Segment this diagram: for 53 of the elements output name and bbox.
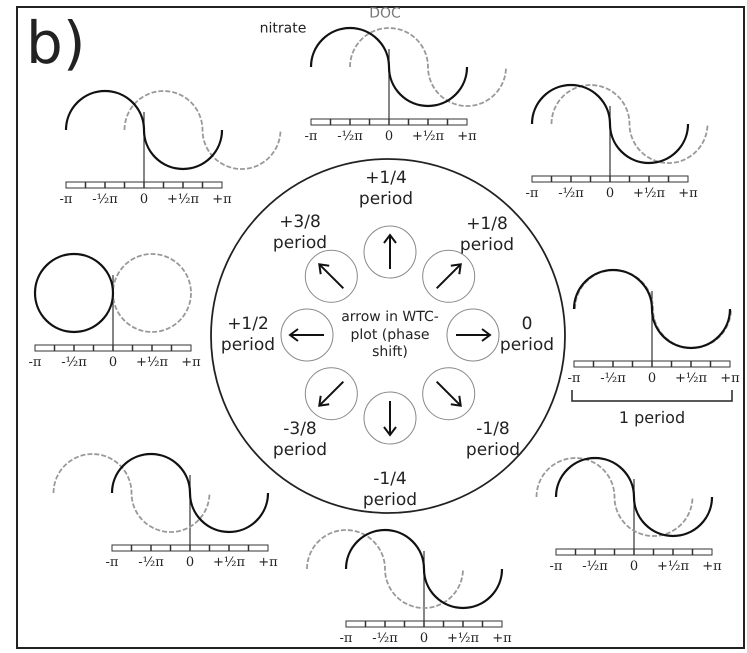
curve-label: DOC: [369, 6, 401, 22]
axis-tick-label: -π: [28, 356, 42, 370]
axis-tick-label: -π: [106, 556, 118, 570]
axis-tick-label: -½π: [372, 632, 398, 646]
axis-tick-label: -½π: [582, 560, 608, 574]
axis-tick-label: -π: [550, 560, 562, 574]
bracket-label: 1 period: [618, 409, 686, 427]
axis-tick-label: -½π: [600, 372, 626, 386]
axis-tick-label: +π: [720, 372, 740, 386]
axis-tick-label: +½π: [412, 130, 444, 144]
phase-shift-label: 0 period: [498, 314, 556, 356]
axis-tick-label: 0: [186, 556, 194, 570]
axis-tick-label: +½π: [632, 186, 666, 202]
axis-tick-label: 0: [140, 192, 148, 208]
axis-tick-label: -½π: [138, 556, 164, 570]
axis-tick-label: +π: [457, 130, 477, 144]
axis-tick-label: 0: [108, 356, 118, 370]
axis-tick-label: +π: [702, 560, 722, 574]
axis-tick-label: -π: [304, 130, 318, 144]
axis-tick-label: +½π: [446, 632, 480, 646]
phase-shift-label: +1/2 period: [220, 314, 276, 356]
axis-tick-label: -½π: [61, 356, 87, 370]
phase-shift-label: -1/4 period: [362, 468, 418, 512]
axis-tick-label: -π: [340, 632, 352, 646]
panel-label: b): [26, 12, 86, 76]
axis-tick-label: +π: [181, 356, 201, 370]
axis-tick-label: +π: [258, 556, 278, 570]
axis-tick-label: -½π: [337, 130, 363, 144]
phase-shift-label: -3/8 period: [272, 418, 328, 462]
axis-tick-label: -π: [526, 186, 538, 202]
axis-tick-label: +π: [492, 632, 512, 646]
phase-shift-label: +1/4 period: [358, 168, 414, 210]
axis-tick-label: 0: [606, 186, 614, 202]
phase-shift-label: -1/8 period: [464, 418, 522, 462]
axis-tick-label: -½π: [92, 192, 118, 208]
axis-tick-label: -½π: [558, 186, 584, 202]
axis-tick-label: -π: [60, 192, 72, 208]
phase-shift-label: +1/8 period: [458, 214, 516, 256]
axis-tick-label: +½π: [656, 560, 690, 574]
axis-tick-label: +½π: [212, 556, 246, 570]
axis-tick-label: +π: [678, 186, 698, 202]
axis-tick-label: +½π: [136, 356, 168, 370]
axis-tick-label: 0: [630, 560, 638, 574]
curve-label: nitrate: [260, 21, 306, 37]
phase-shift-label: +3/8 period: [272, 212, 328, 254]
axis-tick-label: -π: [568, 372, 580, 386]
axis-tick-label: 0: [384, 130, 394, 144]
axis-tick-label: +π: [212, 192, 232, 208]
axis-tick-label: 0: [648, 372, 656, 386]
axis-tick-label: 0: [420, 632, 428, 646]
axis-tick-label: +½π: [166, 192, 200, 208]
center-caption: arrow in WTC-plot (phase shift): [340, 308, 440, 362]
axis-tick-label: +½π: [674, 372, 708, 386]
